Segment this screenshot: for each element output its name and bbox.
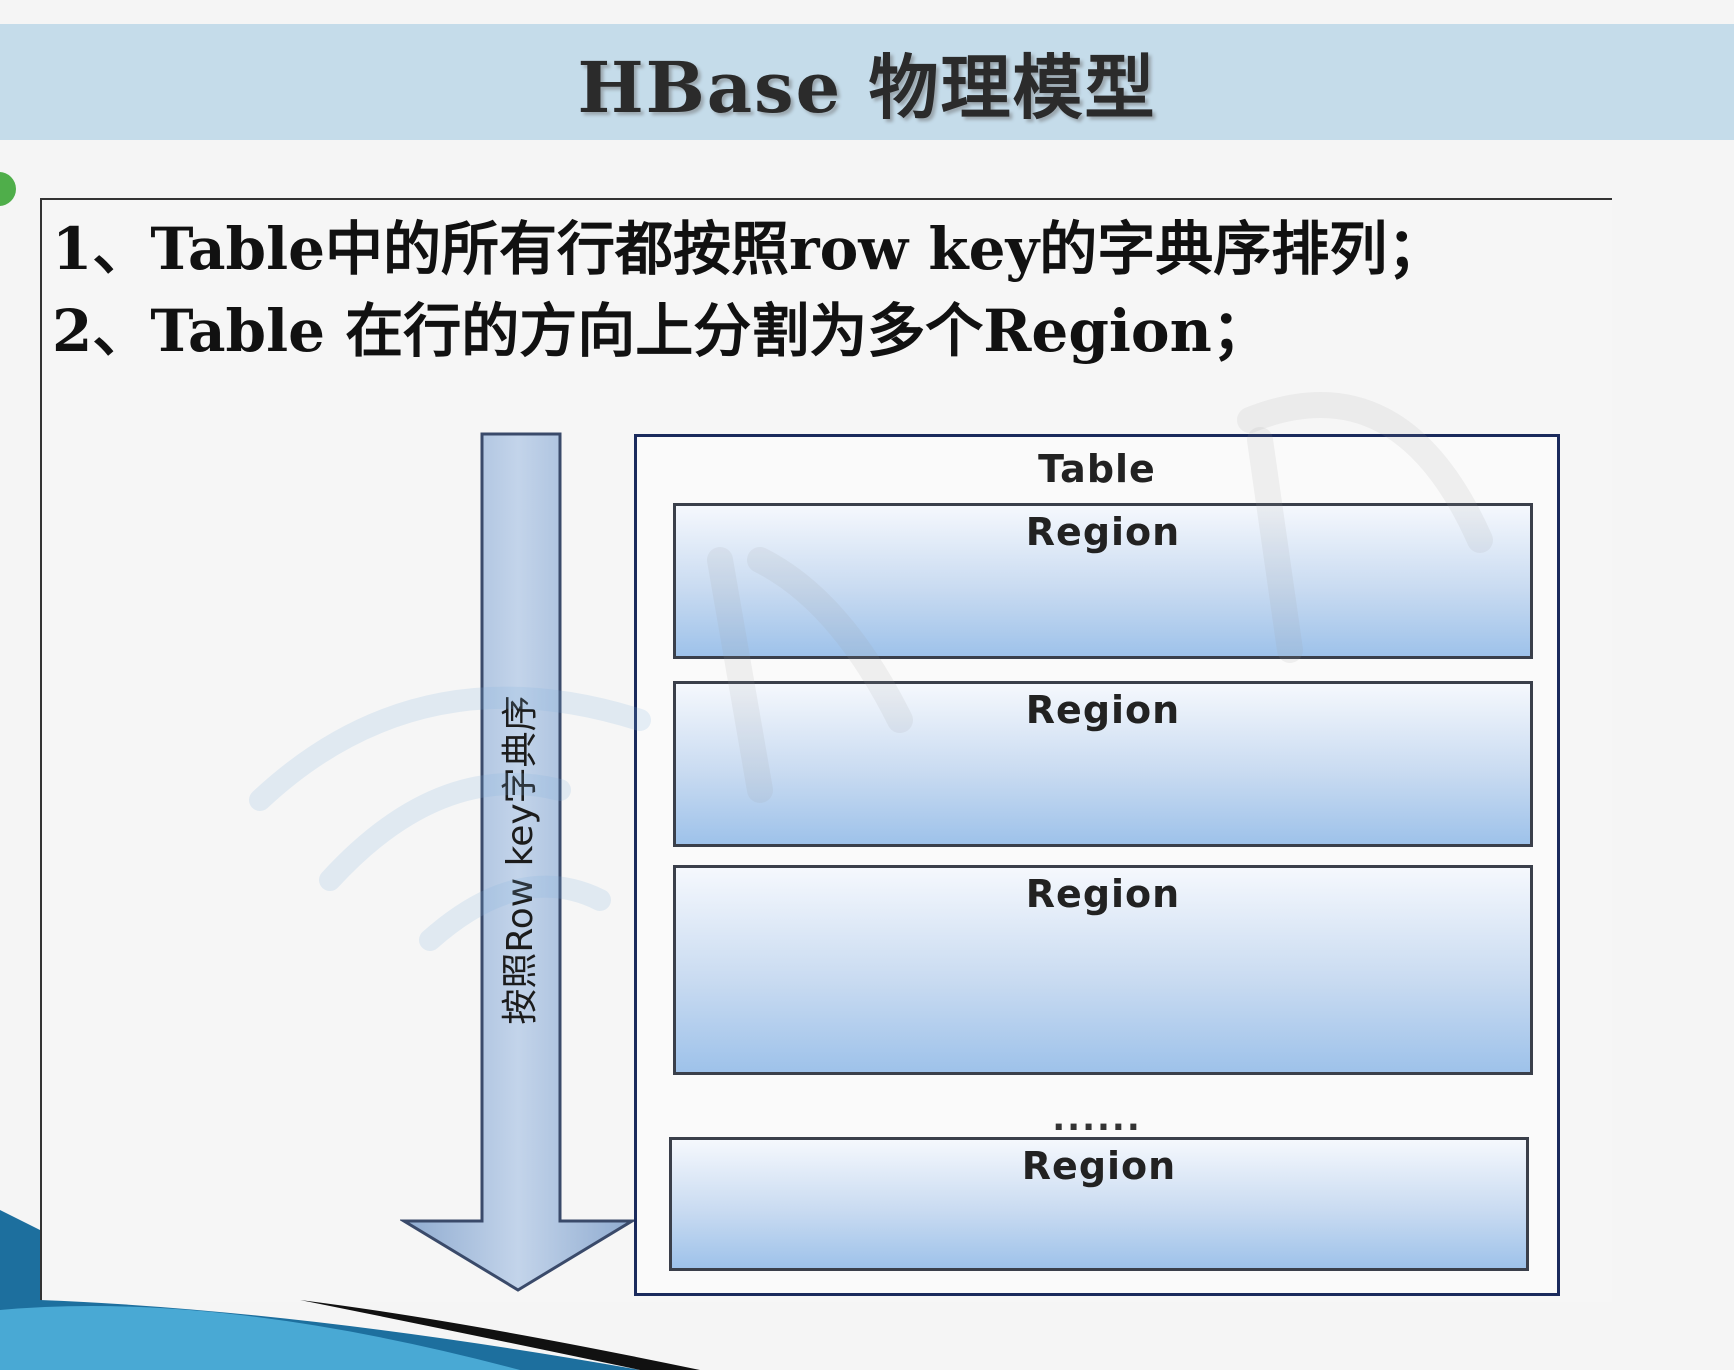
table-label: Table <box>1038 447 1156 491</box>
region-label: Region <box>1025 510 1181 554</box>
region-label: Region <box>1025 688 1181 732</box>
region-1: Region <box>673 503 1533 659</box>
down-arrow-icon <box>400 432 638 1292</box>
table-box: Table Region Region Region ...... Region <box>634 434 1560 1296</box>
slide-title: HBase 物理模型 <box>577 45 1157 129</box>
arrow-label: 按照Row key字典序 <box>500 695 541 1025</box>
title-band: HBase 物理模型 <box>0 24 1734 140</box>
region-4: Region <box>669 1137 1529 1271</box>
point-1: 1、Table中的所有行都按照row key的字典序排列； <box>52 215 1446 283</box>
ellipsis: ...... <box>1052 1099 1142 1139</box>
region-2: Region <box>673 681 1533 847</box>
bullet-dot-icon <box>0 172 16 206</box>
region-3: Region <box>673 865 1533 1075</box>
region-label: Region <box>1025 872 1181 916</box>
region-label: Region <box>1021 1144 1177 1188</box>
point-2: 2、Table 在行的方向上分割为多个Region； <box>52 297 1270 365</box>
corner-swoosh-icon <box>0 1210 700 1370</box>
